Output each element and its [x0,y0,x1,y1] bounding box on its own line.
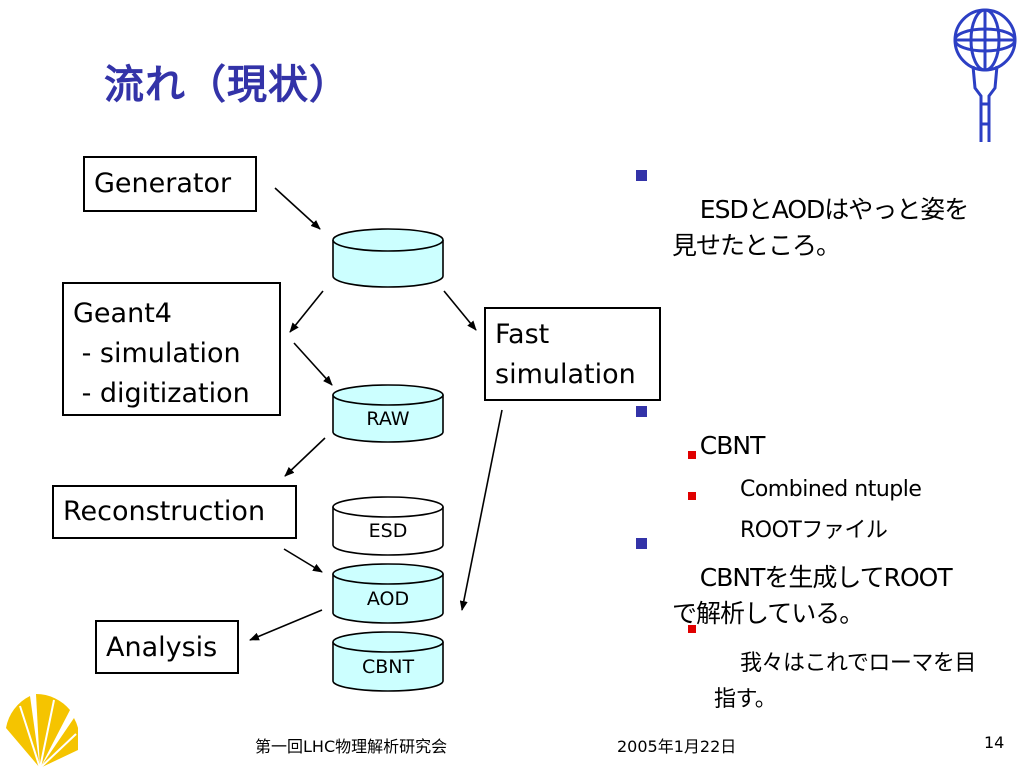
analysis-box: Analysis [95,620,239,674]
footer-date: 2005年1月22日 [617,737,737,756]
sub-bullet-text: ROOTファイル [739,518,888,543]
arrow-aod-to-analysis [249,609,323,641]
aod-cylinder [332,563,444,624]
sub-bullet-combined-ntuple: Combined ntuple [632,436,922,544]
bullet-square-icon [636,170,647,181]
reconstruction-box: Reconstruction [52,485,297,539]
bullet-cbnt: CBNT [632,392,766,500]
generator-box: Generator [83,156,257,212]
sub-bullet-text: Combined ntuple [739,477,922,502]
arrow-raw-to-reconstruction [284,437,326,477]
arrow-reconstruction-to-aod [283,548,323,573]
bullet-esd-aod: ESDとAODはやっと姿を 見せたところ。 [632,156,969,300]
sub-bullet-square-icon [688,492,696,500]
fast-simulation-box: Fast simulation [484,307,661,401]
bullet-text: ESDとAODはやっと姿を 見せたところ。 [672,195,969,260]
arrow-store-to-fast [443,290,477,331]
page-number: 14 [984,733,1005,752]
bullet-text: CBNTを生成してROOT で解析している。 [672,563,953,628]
cbnt-cylinder [332,631,444,692]
sub-bullet-square-icon [688,625,696,633]
bullet-text: CBNT [699,431,766,460]
arrow-fast-to-cbnt [459,409,503,611]
bullet-square-icon [636,406,647,417]
slide-title: 流れ（現状） [104,62,350,108]
sub-bullet-text: 我々はこれでローマを目 指す。 [714,651,976,712]
footer-event: 第一回LHC物理解析研究会 [255,737,448,756]
arrow-store-to-geant4 [289,290,324,333]
bullet-cbnt-root: CBNTを生成してROOT で解析している。 [632,524,953,668]
atlas-logo-icon [953,8,1017,142]
sub-bullet-square-icon [688,451,696,459]
arrow-geant4-to-raw [293,342,333,386]
esd-cylinder [332,496,444,556]
raw-cylinder [332,384,444,443]
esd-label: ESD [368,520,408,542]
geant4-box: Geant4 - simulation - digitization [62,282,281,416]
bullet-square-icon [636,538,647,549]
raw-label: RAW [366,408,410,430]
aod-label: AOD [366,588,410,610]
event-store-cylinder [332,228,444,288]
cbnt-label: CBNT [361,656,415,678]
sub-bullet-root-file: ROOTファイル [632,477,888,585]
ginkgo-logo-icon [6,693,78,768]
sub-bullet-rome: 我々はこれでローマを目 指す。 [632,610,976,754]
arrow-generator-to-store [274,187,321,230]
